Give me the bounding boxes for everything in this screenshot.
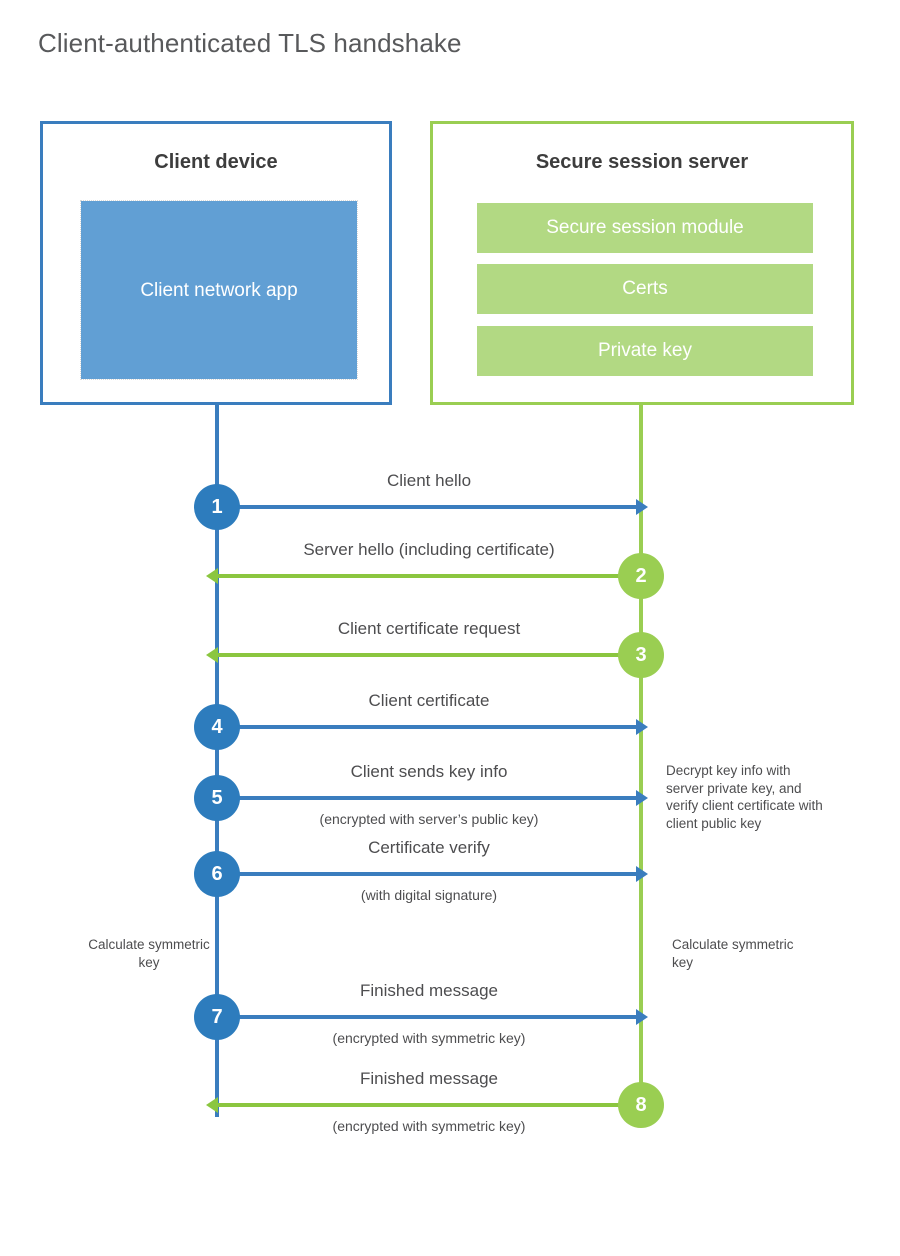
- message-arrow-6: [217, 866, 648, 882]
- step-circle-7[interactable]: 7: [194, 994, 240, 1040]
- message-arrow-3: [206, 647, 637, 663]
- step-circle-6[interactable]: 6: [194, 851, 240, 897]
- client-network-app-block: Client network app: [80, 200, 358, 380]
- arrowhead-icon: [636, 719, 648, 735]
- arrowhead-icon: [636, 1009, 648, 1025]
- arrowhead-icon: [636, 790, 648, 806]
- annotation-client-calculate-symmetric-key: Calculate symmetric key: [88, 937, 210, 970]
- step-circle-1[interactable]: 1: [194, 484, 240, 530]
- step-circle-2[interactable]: 2: [618, 553, 664, 599]
- step-circle-3[interactable]: 3: [618, 632, 664, 678]
- message-arrow-8: [206, 1097, 637, 1113]
- message-arrow-1: [217, 499, 648, 515]
- annotation-server-calculate-symmetric-key: Calculate symmetric key: [672, 937, 794, 970]
- message-arrow-2: [206, 568, 637, 584]
- server-component-secure-session-module: Secure session module: [477, 203, 813, 253]
- message-label-4: Client certificate: [368, 691, 490, 710]
- message-label-5: Client sends key info: [350, 762, 508, 781]
- server-component-private-key: Private key: [477, 326, 813, 376]
- arrowhead-icon: [636, 499, 648, 515]
- message-sublabel-6: (with digital signature): [360, 887, 498, 903]
- step-circle-8[interactable]: 8: [618, 1082, 664, 1128]
- message-label-1: Client hello: [386, 471, 472, 490]
- message-label-6: Certificate verify: [368, 838, 490, 857]
- client-device-title: Client device: [154, 151, 278, 173]
- message-arrow-7: [217, 1009, 648, 1025]
- message-arrow-4: [217, 719, 648, 735]
- page-title: Client-authenticated TLS handshake: [38, 28, 462, 58]
- annotation-server-decrypt-key-info: Decrypt key info with server private key…: [666, 763, 823, 831]
- message-sublabel-7: (encrypted with symmetric key): [332, 1030, 526, 1046]
- message-arrow-5: [217, 790, 648, 806]
- arrowhead-icon: [206, 1097, 218, 1113]
- arrowhead-icon: [206, 568, 218, 584]
- message-label-7: Finished message: [360, 981, 498, 1000]
- arrowhead-icon: [206, 647, 218, 663]
- message-label-3: Client certificate request: [337, 619, 521, 638]
- server-lifeline: [639, 405, 643, 1105]
- message-label-8: Finished message: [360, 1069, 498, 1088]
- client-device-box: Client device Client network app: [40, 121, 392, 405]
- server-component-certs: Certs: [477, 264, 813, 314]
- step-circle-4[interactable]: 4: [194, 704, 240, 750]
- secure-session-server-box: Secure session server Secure session mod…: [430, 121, 854, 405]
- arrowhead-icon: [636, 866, 648, 882]
- step-circle-5[interactable]: 5: [194, 775, 240, 821]
- message-sublabel-5: (encrypted with server’s public key): [319, 811, 539, 827]
- message-sublabel-8: (encrypted with symmetric key): [332, 1118, 526, 1134]
- message-label-2: Server hello (including certificate): [303, 540, 555, 559]
- secure-session-server-title: Secure session server: [535, 151, 749, 173]
- client-lifeline: [215, 405, 219, 1117]
